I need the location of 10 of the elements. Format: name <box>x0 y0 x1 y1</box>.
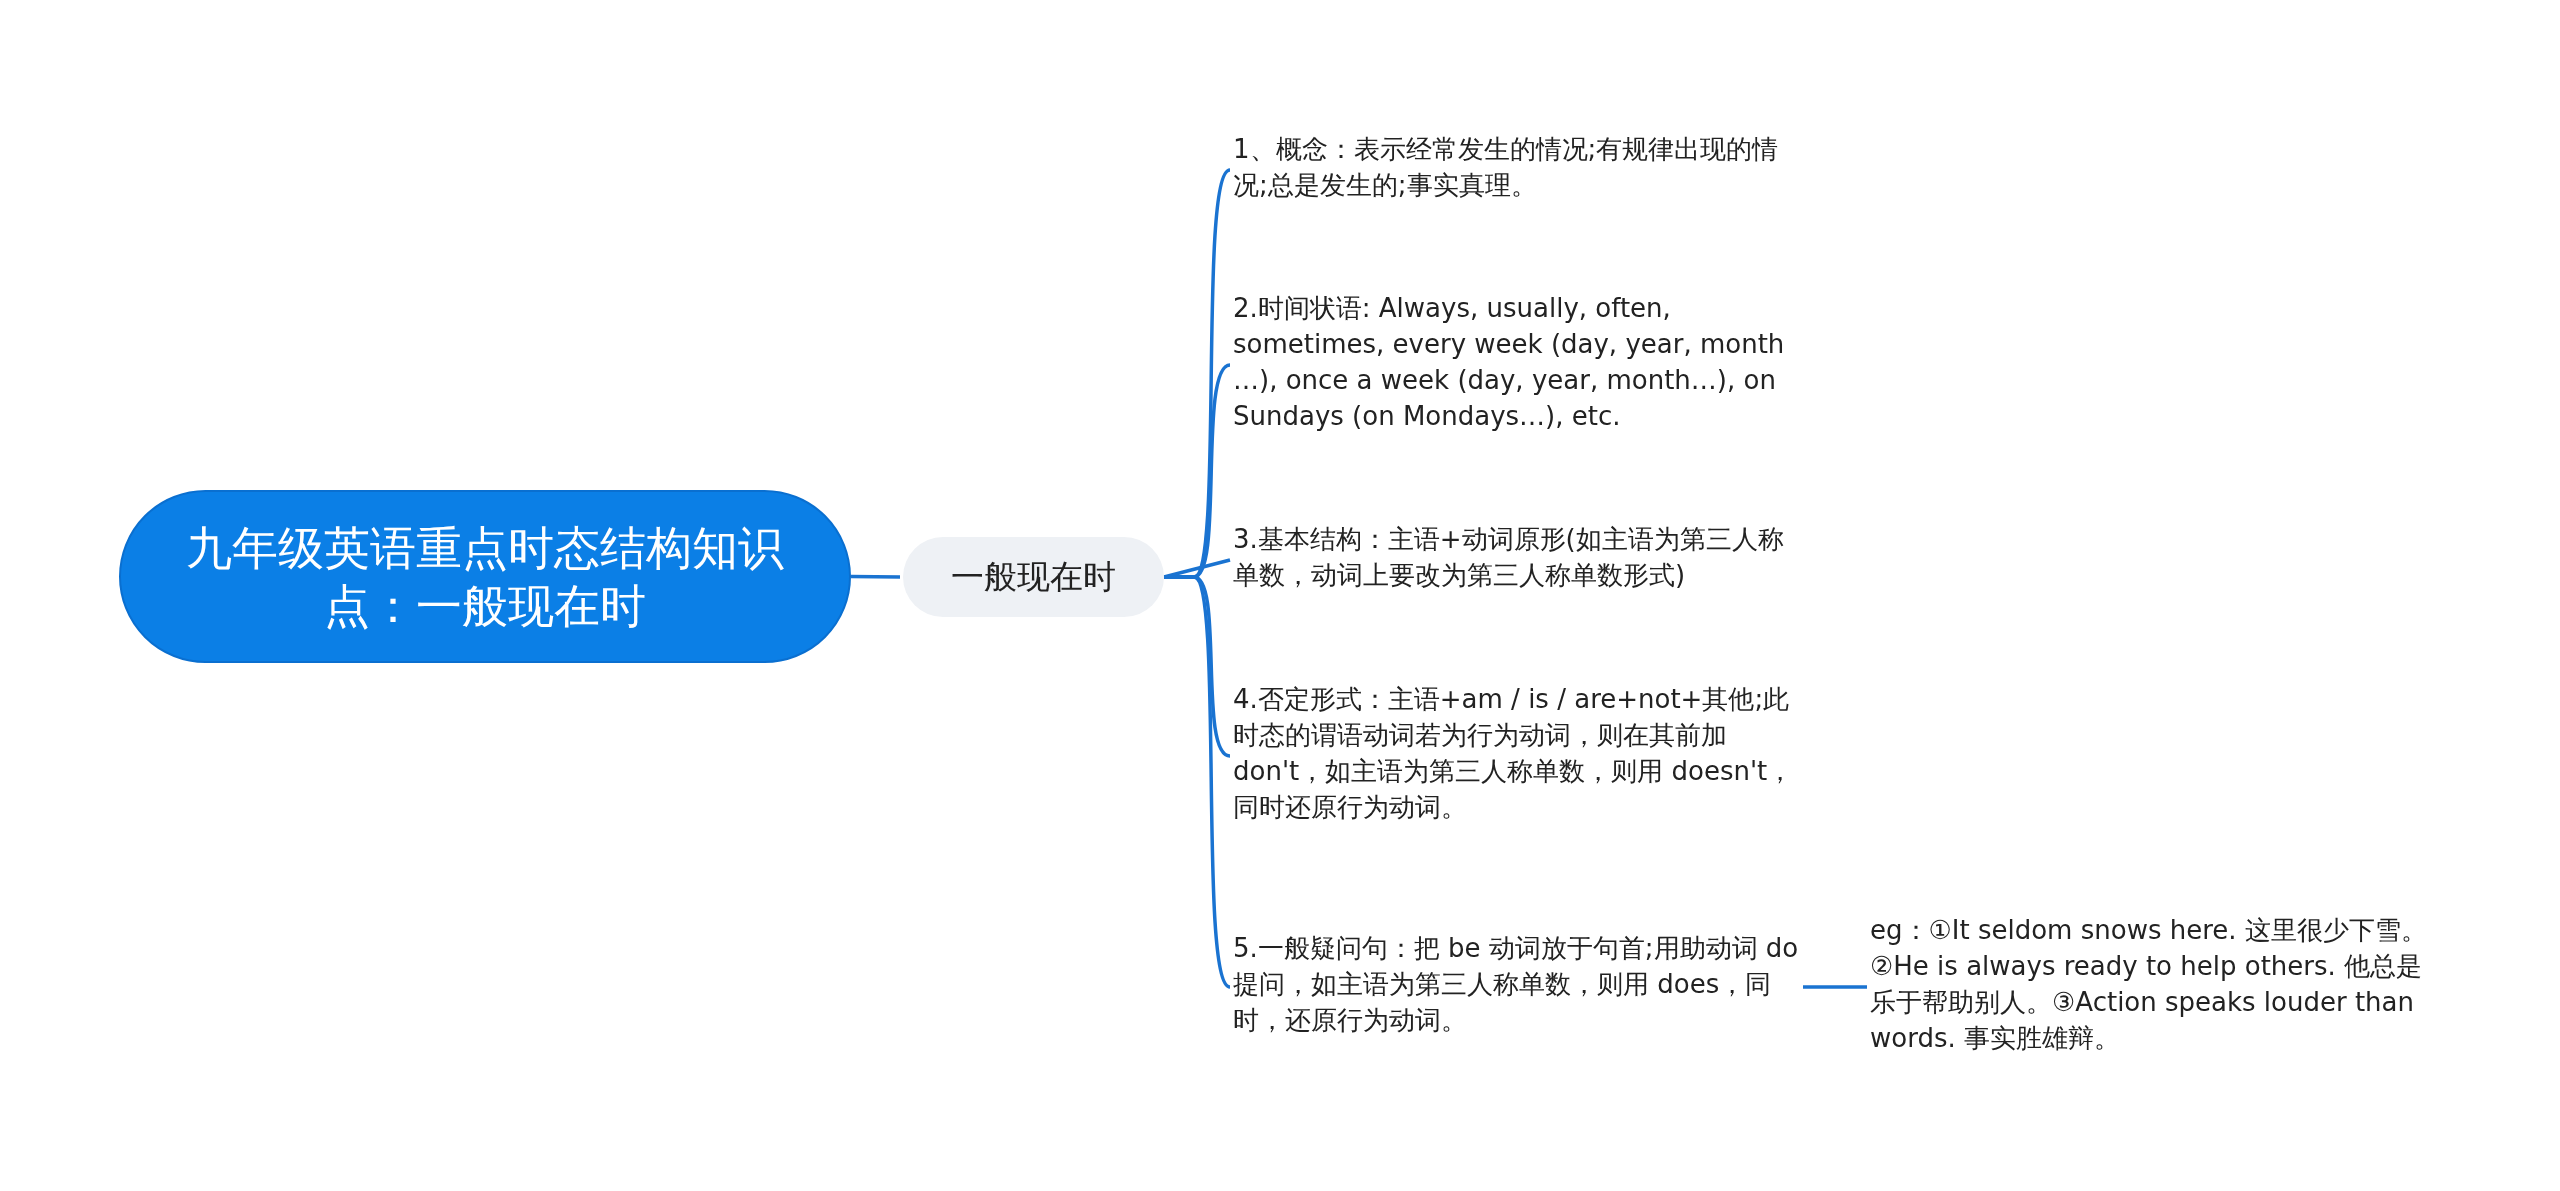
subtopic-pill: 一般现在时 <box>903 537 1164 617</box>
topic-text: 4.否定形式：主语+am / is / are+not+其他;此时态的谓语动词若为行为动词，则在其前加 don't，如主语为第三人称单数，则用 doesn't，同时还原行为动词。 <box>1233 681 1803 831</box>
connector-line <box>851 574 900 579</box>
topic-text: 3.基本结构：主语+动词原形(如主语为第三人称单数，动词上要改为第三人称单数形式) <box>1233 521 1803 599</box>
topic-text: 1、概念：表示经常发生的情况;有规律出现的情况;总是发生的;事实真理。 <box>1233 131 1803 209</box>
root-topic-pill: 九年级英语重点时态结构知识点：一般现在时 <box>119 490 851 663</box>
connector-line <box>1803 985 1867 989</box>
topic-text: 2.时间状语: Always, usually, often, sometimes, every week (day, year, month …), once a week (day, year, month…), on Sundays (on Mondays…), etc. <box>1233 290 1803 440</box>
topic-text: eg：①It seldom snows here. 这里很少下雪。②He is always ready to help others. 他总是乐于帮助别人。③Action speaks louder than words. 事实胜雄辩。 <box>1870 912 2440 1062</box>
topic-text: 5.一般疑问句：把 be 动词放于句首;用助动词 do 提问，如主语为第三人称单数，则用 does，同时，还原行为动词。 <box>1233 930 1803 1044</box>
